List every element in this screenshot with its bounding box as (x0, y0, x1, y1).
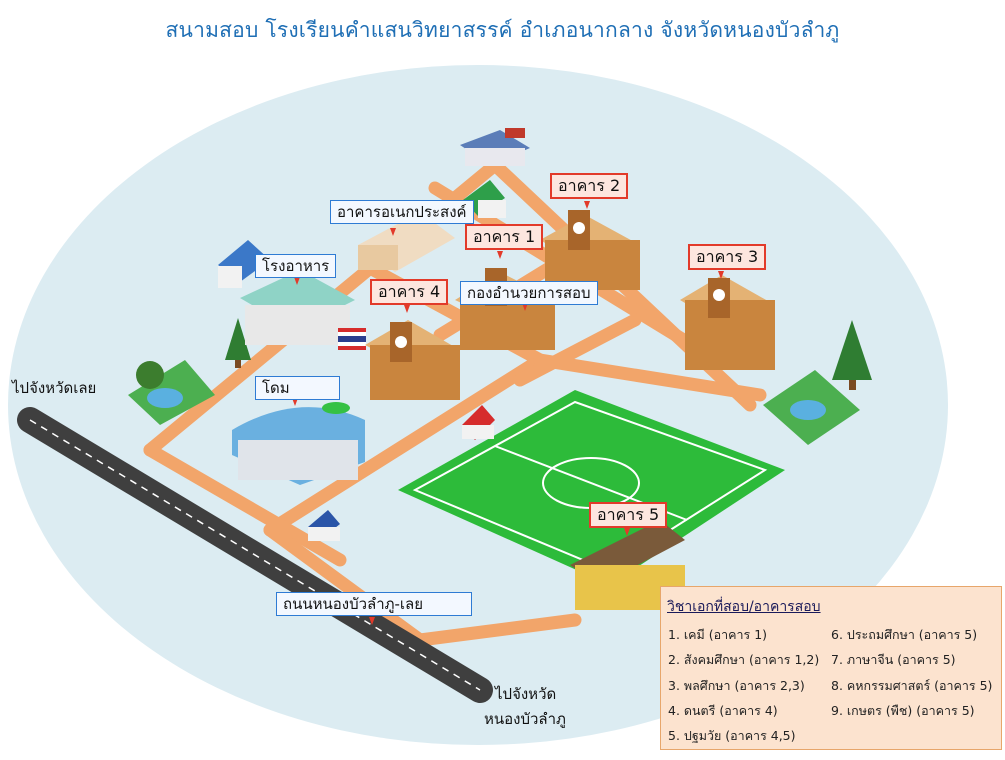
house-red (462, 405, 495, 440)
legend-title: วิชาเอกที่สอบ/อาคารสอบ (667, 599, 821, 615)
map-title: สนามสอบ โรงเรียนคำแสนวิทยาสรรค์ อำเภอนาก… (165, 18, 840, 42)
legend-item: 9. เกษตร (พืช) (อาคาร 5) (831, 703, 975, 718)
label-building-5: อาคาร 5 (589, 502, 668, 528)
house-cafeteria-small (218, 240, 270, 288)
direction-loei: ไปจังหวัดเลย (12, 379, 97, 397)
legend-item: 2. สังคมศึกษา (อาคาร 1,2) (668, 652, 820, 667)
legend-item: 5. ปฐมวัย (อาคาร 4,5) (668, 728, 796, 743)
label-exam-office: กองอำนวยการสอบ (460, 281, 598, 305)
legend-item: 7. ภาษาจีน (อาคาร 5) (831, 652, 956, 667)
building-2 (540, 210, 640, 290)
direction-nongbua-line1: ไปจังหวัด (495, 685, 557, 703)
garden-left (128, 360, 215, 425)
label-building-3: อาคาร 3 (688, 244, 767, 270)
label-dome: โดม (255, 376, 340, 400)
cafeteria (240, 270, 355, 345)
tree-left (225, 318, 251, 368)
dome (232, 402, 365, 485)
house-blue (308, 510, 340, 541)
building-3 (680, 275, 775, 370)
label-cafeteria: โรงอาหาร (255, 254, 337, 278)
legend-item: 8. คหกรรมศาสตร์ (อาคาร 5) (831, 678, 993, 693)
legend-item: 1. เคมี (อาคาร 1) (668, 627, 768, 642)
legend-item: 4. ดนตรี (อาคาร 4) (668, 703, 778, 718)
label-building-1: อาคาร 1 (465, 224, 544, 250)
house-top (460, 128, 530, 166)
label-pins (292, 201, 724, 625)
label-building-4: อาคาร 4 (370, 279, 449, 305)
label-multipurpose: อาคารอเนกประสงค์ (330, 200, 474, 224)
exam-legend: วิชาเอกที่สอบ/อาคารสอบ 1. เคมี (อาคาร 1)… (660, 586, 1002, 750)
label-building-2: อาคาร 2 (550, 173, 629, 199)
thai-flag (338, 328, 366, 350)
legend-item: 3. พลศึกษา (อาคาร 2,3) (668, 678, 805, 693)
direction-nongbua-line2: หนองบัวลำภู (484, 710, 566, 728)
highway (17, 407, 493, 703)
garden-right (763, 320, 872, 445)
multipurpose-hall (358, 212, 455, 272)
label-road: ถนนหนองบัวลำภู-เลย (276, 592, 472, 616)
building-4 (365, 320, 460, 400)
legend-item: 6. ประถมศึกษา (อาคาร 5) (831, 627, 978, 642)
